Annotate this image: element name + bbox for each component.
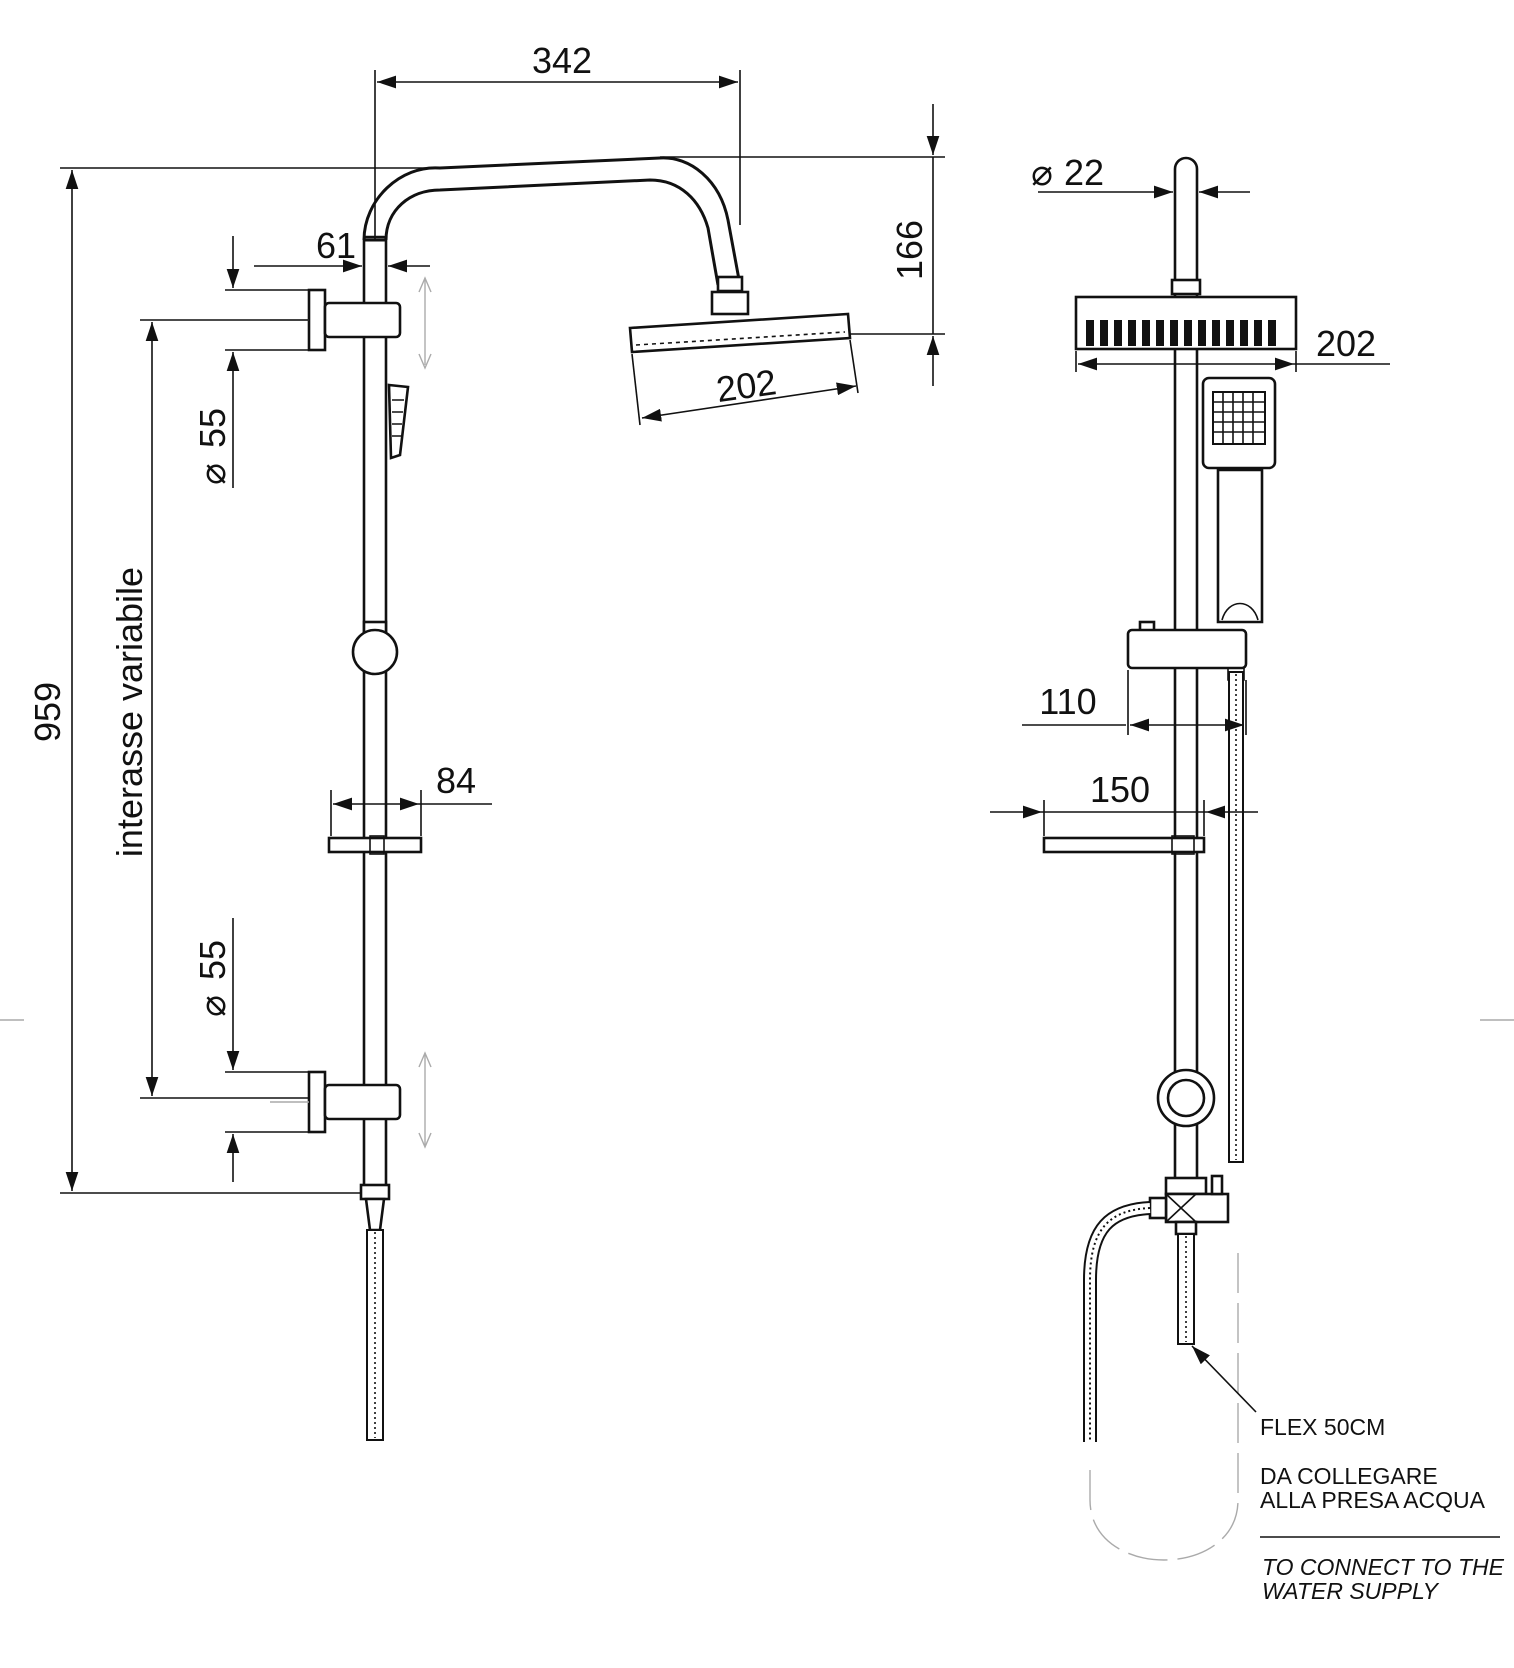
riser-pipe — [362, 235, 388, 1189]
dim-bracket-diameter-top: 55 — [192, 408, 233, 448]
dim-shelf-depth: 84 — [436, 760, 476, 801]
dim-pipe-diameter: 22 — [1064, 152, 1104, 193]
dim-wall-offset: 61 — [316, 225, 356, 266]
hand-shower-front — [1201, 376, 1277, 470]
note-connect-it-line1: DA COLLEGARE — [1260, 1463, 1438, 1489]
top-wall-plate — [307, 288, 327, 352]
nozzle-row — [1086, 320, 1276, 346]
label-variable-spacing: interasse variabile — [109, 567, 150, 857]
note-flex-length: FLEX 50CM — [1260, 1414, 1385, 1440]
flex-hose — [1177, 1233, 1195, 1345]
dim-shelf-width: 150 — [1090, 769, 1150, 810]
dim-slider-projection: 110 — [1039, 681, 1096, 722]
head-connector — [716, 275, 744, 293]
bottom-wall-plate — [307, 1070, 327, 1134]
side-view: 342 166 202 959 interasse variabile 61 — [27, 40, 945, 1441]
shower-arm — [362, 156, 742, 286]
dim-bracket-diameter-bottom: 55 — [192, 940, 233, 980]
dim-overall-height: 959 — [27, 682, 68, 742]
note-connect-it-line2: ALLA PRESA ACQUA — [1260, 1487, 1486, 1513]
diameter-symbol-pipe: ⌀ — [1031, 152, 1053, 193]
hand-shower-side — [387, 383, 410, 460]
hose-side — [366, 1229, 384, 1441]
note-connect-en-line1: TO CONNECT TO THE — [1262, 1554, 1505, 1580]
dim-arm-projection: 342 — [532, 40, 592, 81]
note-connect-en-line2: WATER SUPPLY — [1262, 1578, 1440, 1604]
diverter-body — [1164, 1192, 1230, 1224]
hose-front — [1228, 671, 1244, 1163]
slider-knob — [351, 628, 399, 676]
soap-shelf-side — [327, 836, 423, 854]
soap-shelf-front — [1042, 836, 1206, 854]
diameter-symbol-bottom: ⌀ — [192, 995, 233, 1017]
diameter-symbol-top: ⌀ — [192, 463, 233, 485]
dim-head-drop: 166 — [889, 220, 930, 280]
dim-head-width-front: 202 — [1316, 323, 1376, 364]
dim-head-width-side: 202 — [714, 361, 779, 410]
slider-block — [1126, 628, 1248, 670]
rain-shower-head — [628, 312, 852, 354]
front-view: ⌀ 22 202 110 150 FLEX 50CM DA COLLEGARE … — [990, 152, 1505, 1604]
